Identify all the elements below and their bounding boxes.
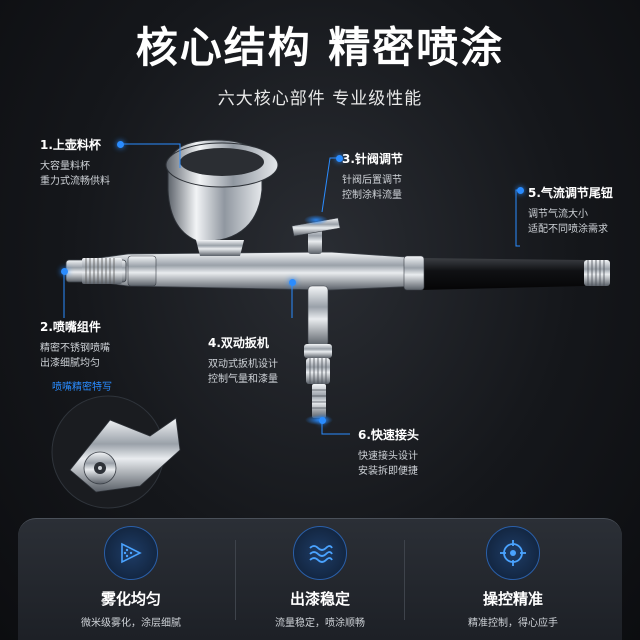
needle-valve xyxy=(291,215,341,254)
part-desc-line: 重力式流畅供料 xyxy=(40,176,110,187)
part-label-cup: 1.上壶料杯 大容量料杯 重力式流畅供料 xyxy=(40,136,110,189)
part-desc-line: 控制涂料流量 xyxy=(342,190,402,201)
part-title: 5.气流调节尾钮 xyxy=(528,186,613,200)
part-label-nozzle: 2.喷嘴组件 精密不锈钢喷嘴 出漆细腻均匀 xyxy=(40,318,110,371)
part-desc-line: 大容量料杯 xyxy=(40,161,90,172)
page-subtitle: 六大核心部件 专业级性能 xyxy=(217,89,423,109)
marker-dot-1 xyxy=(117,141,124,148)
inset-label: 喷嘴精密特写 xyxy=(52,382,112,393)
spray-pattern-icon xyxy=(104,526,158,580)
marker-dot-4 xyxy=(289,279,296,286)
part-desc-line: 出漆细腻均匀 xyxy=(40,358,100,369)
part-desc-line: 双动式扳机设计 xyxy=(208,359,278,370)
trigger-assembly xyxy=(304,285,333,425)
part-title: 4.双动扳机 xyxy=(208,336,269,350)
marker-dot-3 xyxy=(336,155,343,162)
feature-precise-control: 操控精准 精准控制，得心应手 xyxy=(438,526,588,629)
feature-desc: 精准控制，得心应手 xyxy=(468,618,558,629)
airbrush-body xyxy=(65,251,610,291)
feature-atomization: 雾化均匀 微米级雾化，涂层细腻 xyxy=(56,526,206,629)
feature-title: 出漆稳定 xyxy=(289,590,350,608)
part-title: 3.针阀调节 xyxy=(342,152,403,166)
marker-dot-6 xyxy=(319,417,326,424)
paint-cup xyxy=(165,139,279,256)
part-title: 1.上壶料杯 xyxy=(40,138,101,152)
part-desc-line: 适配不同喷涂需求 xyxy=(528,224,608,235)
divider xyxy=(404,540,405,620)
part-title: 2.喷嘴组件 xyxy=(40,320,101,334)
feature-title: 操控精准 xyxy=(482,590,543,608)
feature-desc: 流量稳定，喷涂顺畅 xyxy=(275,618,365,629)
part-label-trigger: 4.双动扳机 双动式扳机设计 控制气量和漆量 xyxy=(208,334,278,387)
feature-title: 雾化均匀 xyxy=(100,590,161,608)
feature-desc: 微米级雾化，涂层细腻 xyxy=(81,618,181,629)
marker-dot-5 xyxy=(517,187,524,194)
divider xyxy=(235,540,236,620)
part-desc-line: 调节气流大小 xyxy=(528,209,588,220)
feature-stable-flow: 出漆稳定 流量稳定，喷涂顺畅 xyxy=(245,526,395,629)
part-desc-line: 控制气量和漆量 xyxy=(208,374,278,385)
page-title: 核心结构 精密喷涂 xyxy=(135,23,505,72)
part-label-air-knob: 5.气流调节尾钮 调节气流大小 适配不同喷涂需求 xyxy=(528,184,613,237)
part-desc-line: 快速接头设计 xyxy=(358,451,418,462)
part-desc-line: 精密不锈钢喷嘴 xyxy=(40,343,110,354)
part-title: 6.快速接头 xyxy=(358,428,419,442)
part-desc-line: 针阀后置调节 xyxy=(342,175,402,186)
nozzle-closeup-inset xyxy=(51,395,181,509)
part-desc-line: 安装拆即便捷 xyxy=(358,466,418,477)
crosshair-target-icon xyxy=(486,526,540,580)
part-label-quick-connector: 6.快速接头 快速接头设计 安装拆即便捷 xyxy=(358,426,419,479)
part-label-needle-valve: 3.针阀调节 针阀后置调节 控制涂料流量 xyxy=(342,150,403,203)
marker-dot-2 xyxy=(61,268,68,275)
wave-flow-icon xyxy=(293,526,347,580)
